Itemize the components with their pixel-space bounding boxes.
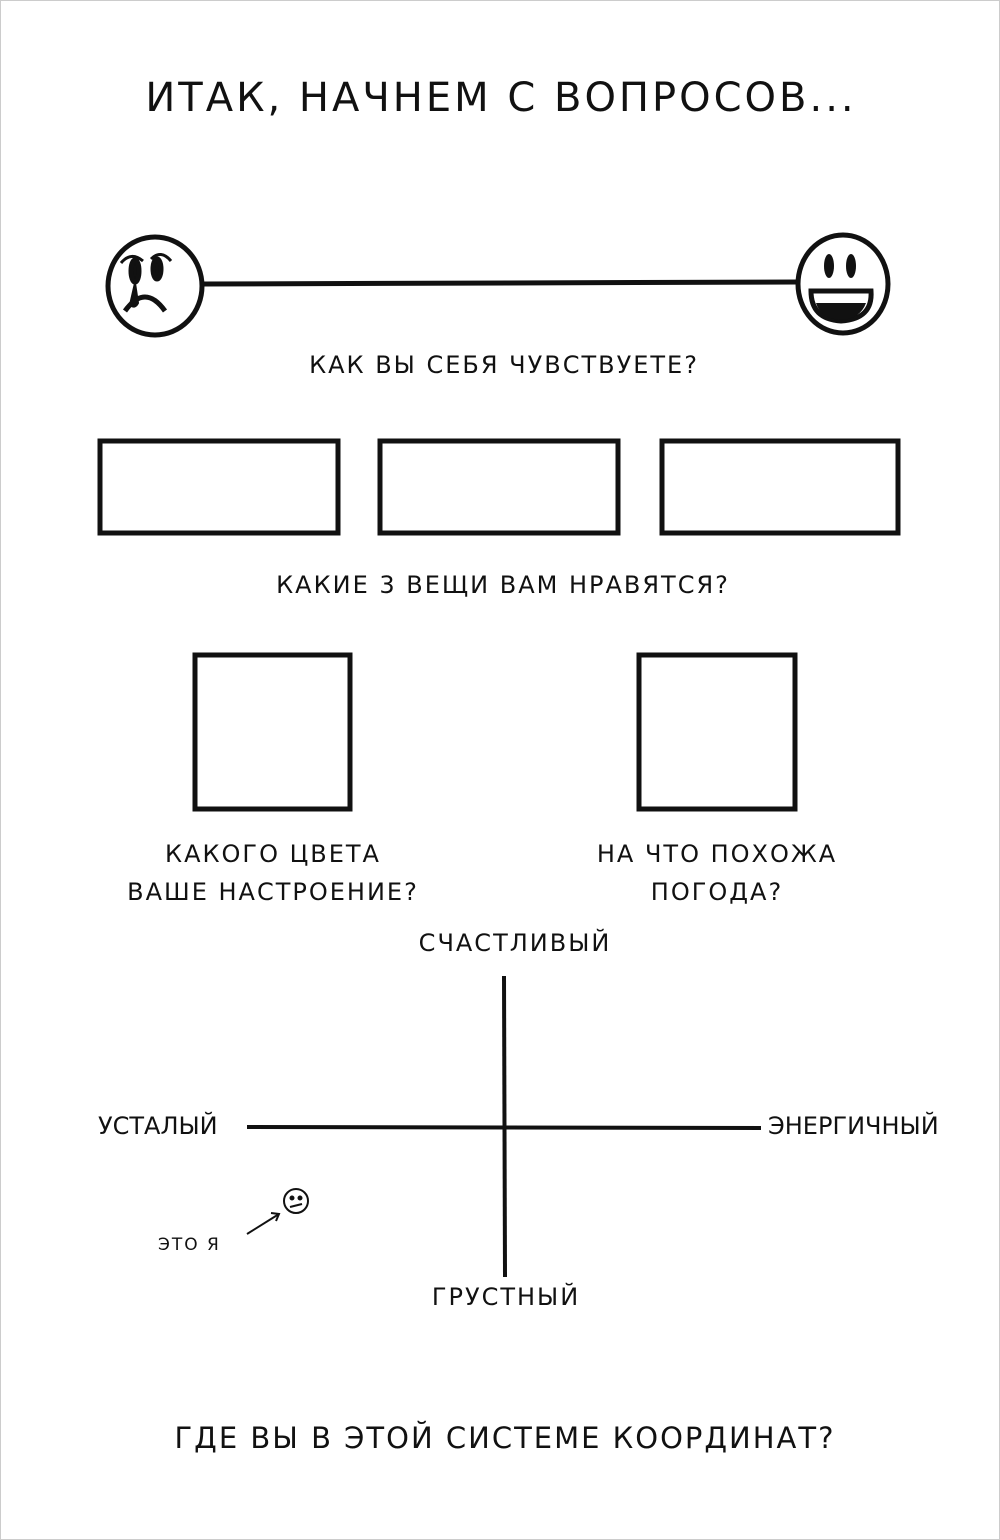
like-box-1[interactable] [97,438,341,536]
mood-scale-line [202,279,800,287]
meh-face-icon [283,1188,309,1214]
crying-face-icon [105,234,205,338]
weather-box[interactable] [636,652,798,812]
arrow-icon [246,1212,281,1235]
color-question-line1: Какого цвета [165,840,381,868]
likes-question: Какие 3 вещи вам нравятся? [276,571,730,599]
example-label: это я [158,1235,221,1255]
like-box-3[interactable] [659,438,901,536]
weather-question-line1: На что похожа [596,840,838,868]
mood-scale [105,232,891,338]
coordinate-axes [246,975,762,1278]
axis-label-bottom: Грустный [431,1283,581,1311]
horizontal-axis [246,1125,762,1130]
axis-label-right: Энергичный [768,1112,939,1140]
mood-color-box[interactable] [192,652,353,812]
axis-label-top: Счастливый [418,929,612,957]
footer-question: Где вы в этой системе координат? [174,1421,836,1455]
axis-label-left: Усталый [98,1112,218,1140]
weather-question-line2: погода? [650,878,784,906]
color-question-line2: ваше настроение? [127,878,419,906]
like-box-2[interactable] [377,438,621,536]
likes-boxes [97,438,901,812]
weather-question: На что похожа погода? [597,835,837,911]
page-title: Итак, начнем с вопросов... [145,75,857,121]
laughing-face-icon [795,232,891,336]
mood-question: Как вы себя чувствуете? [309,351,699,379]
color-question: Какого цвета ваше настроение? [127,835,419,911]
